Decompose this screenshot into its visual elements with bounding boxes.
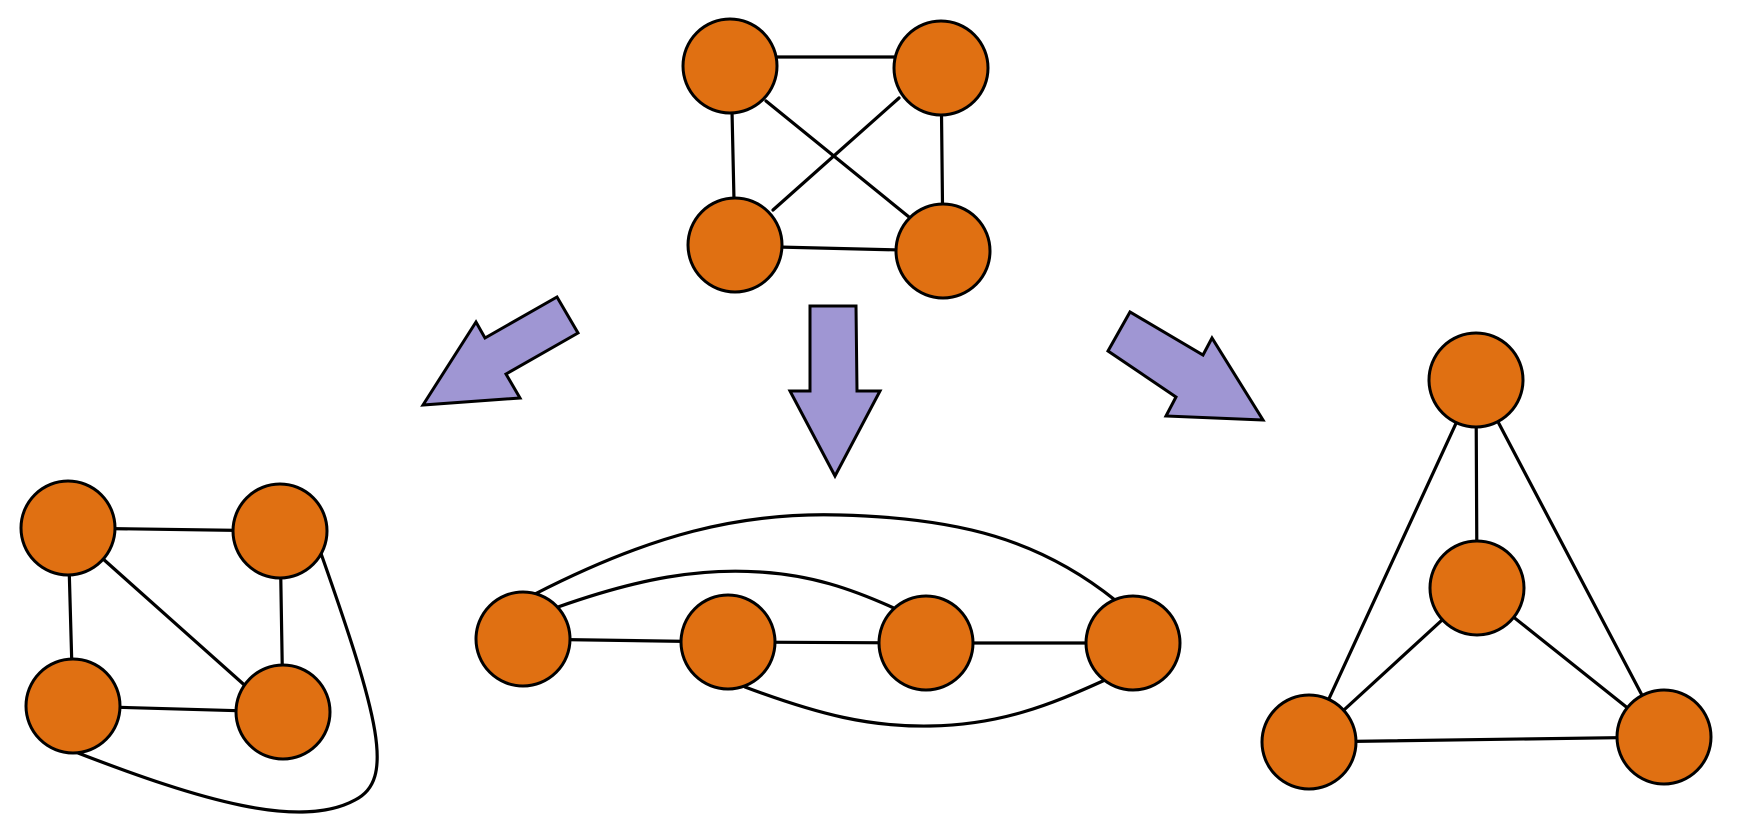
arrow-down-right-icon xyxy=(1106,309,1266,422)
source-node xyxy=(681,17,779,115)
left-node xyxy=(234,663,332,761)
right-node xyxy=(1428,539,1526,637)
source-edge-tr-bl xyxy=(771,96,901,212)
left-node xyxy=(24,657,122,755)
right-edge-top-br xyxy=(1474,378,1666,739)
middle-edge-1-4-arc xyxy=(533,513,1117,602)
arrows xyxy=(420,294,1266,480)
middle-edge-1-3-arc xyxy=(556,569,898,611)
arrow-down-icon xyxy=(787,304,883,480)
source-node xyxy=(894,202,992,300)
middle-node xyxy=(474,590,572,688)
source-node xyxy=(686,196,784,294)
right-embedding xyxy=(1260,331,1713,791)
source-edge-tl-br xyxy=(764,99,911,219)
right-edge-top-bl xyxy=(1307,378,1478,744)
left-node xyxy=(231,482,329,580)
left-embedding xyxy=(19,479,379,814)
left-edge-tr-bl-curve xyxy=(76,543,379,814)
left-node xyxy=(19,479,117,577)
right-edge-bl-br xyxy=(1307,735,1666,744)
right-node xyxy=(1615,688,1713,786)
left-edge-tl-br xyxy=(100,556,252,692)
right-node xyxy=(1260,693,1358,791)
middle-edge-2-4-arc xyxy=(743,678,1107,728)
arrow-down-left-icon xyxy=(420,294,581,407)
middle-node xyxy=(679,593,777,691)
middle-node xyxy=(1084,594,1182,692)
middle-embedding xyxy=(474,513,1182,728)
right-node xyxy=(1427,331,1525,429)
source-graph xyxy=(681,17,992,300)
source-node xyxy=(892,19,990,117)
middle-node xyxy=(877,594,975,692)
